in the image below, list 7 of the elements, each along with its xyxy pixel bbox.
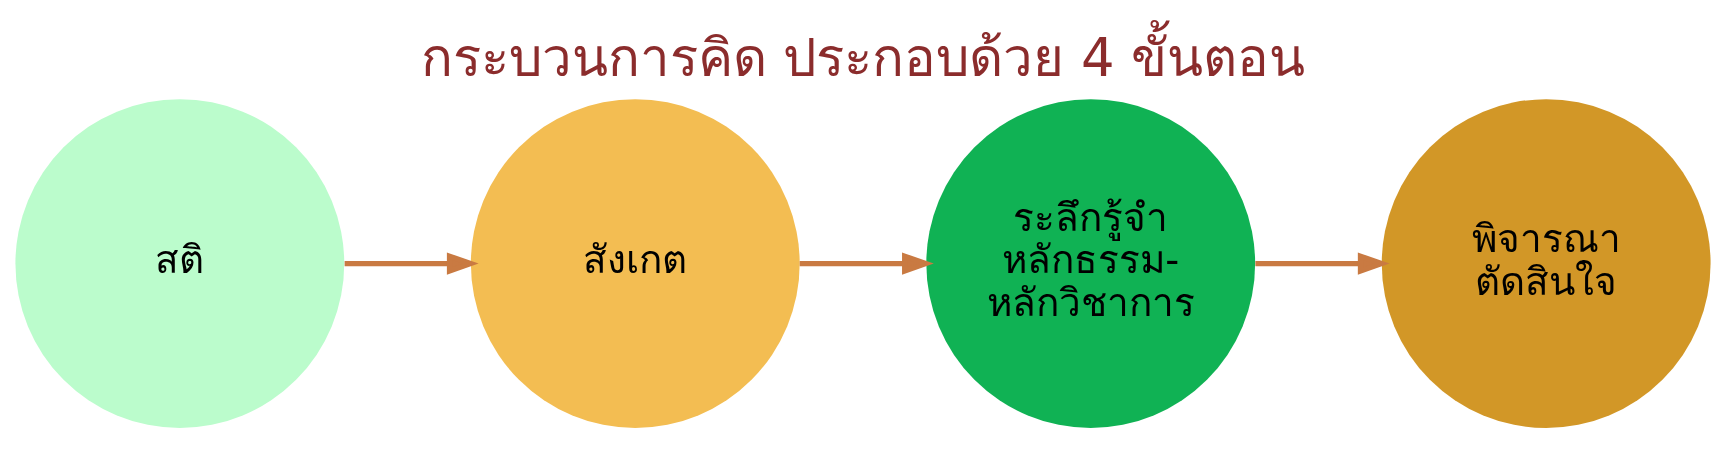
- node-circle: สติ: [15, 98, 345, 428]
- arrow: [799, 251, 934, 275]
- arrow: [344, 251, 479, 275]
- node-circle: ระลึกรู้จำ หลักธรรม-หลักวิชาการ: [926, 98, 1256, 428]
- node-circle: พิจารณา ตัดสินใจ: [1381, 98, 1711, 428]
- arrow: [1255, 251, 1390, 275]
- node-circle: สังเกต: [470, 98, 800, 428]
